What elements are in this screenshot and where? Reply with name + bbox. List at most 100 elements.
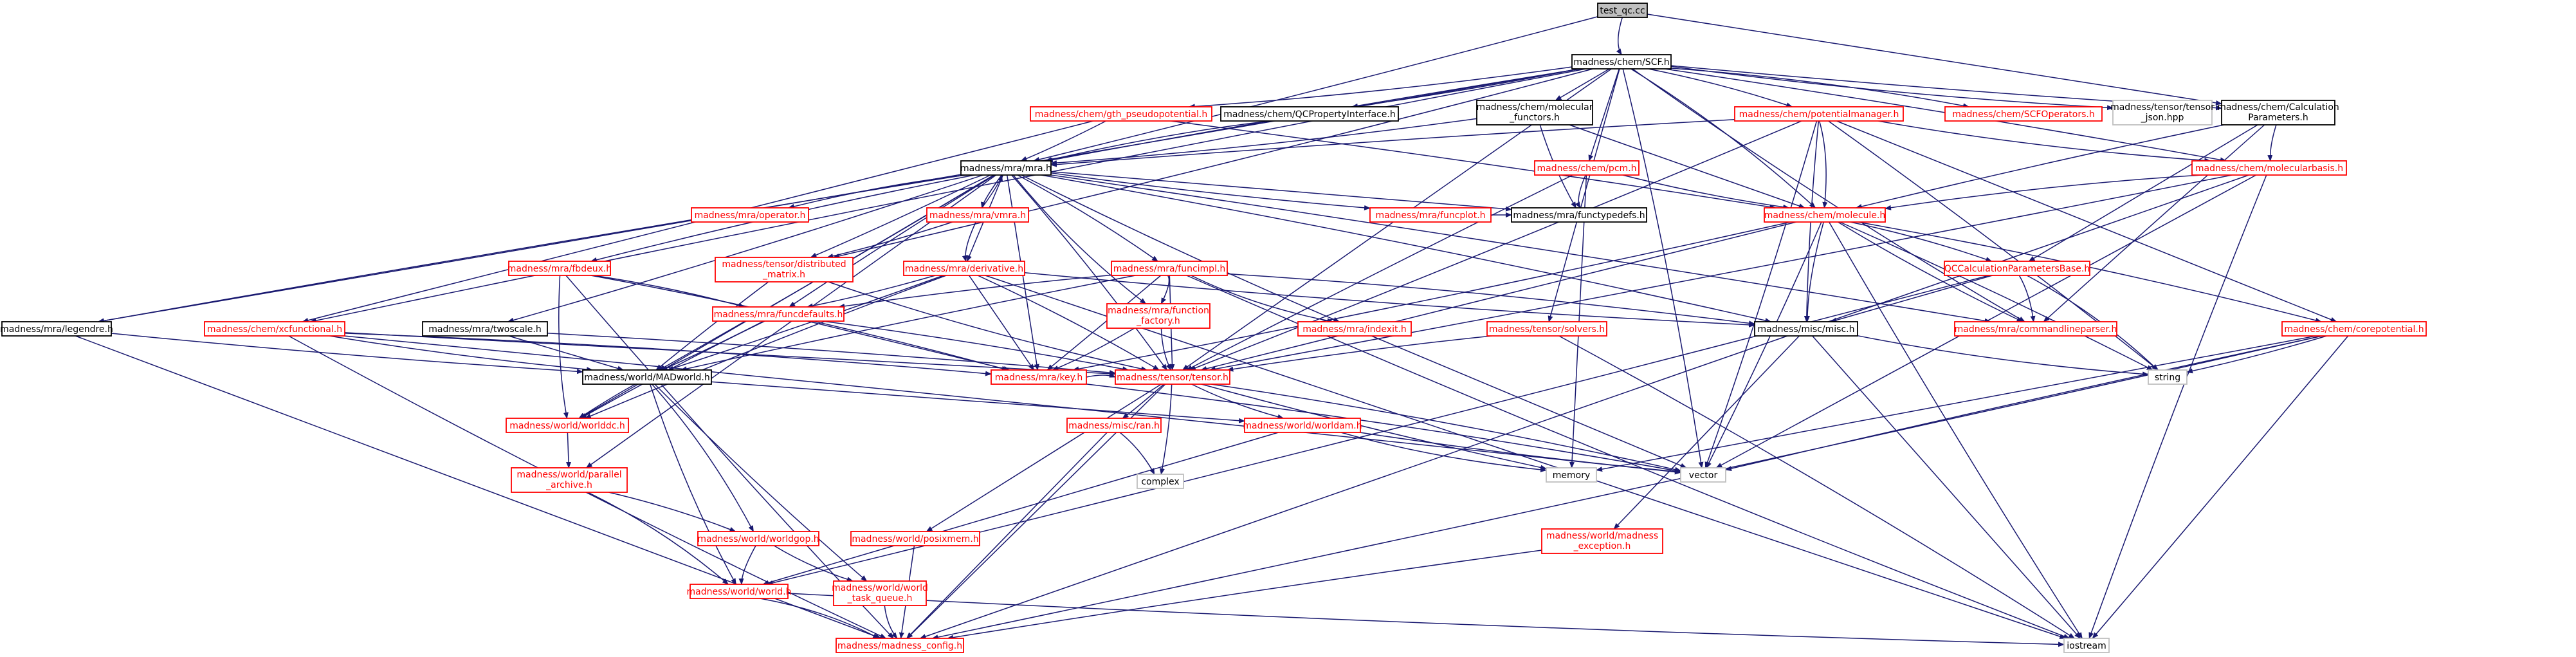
include-edge-taskqueue-to-config — [884, 605, 898, 639]
node-calcparams[interactable]: madness/chem/CalculationParameters.h — [2217, 100, 2339, 125]
include-edge-funcimpl-to-misc — [1227, 273, 1755, 326]
node-tensorjson: madness/tensor/tensor_json.hpp — [2110, 100, 2215, 125]
node-tensor[interactable]: madness/tensor/tensor.h — [1115, 369, 1230, 385]
include-edge-test_qc-to-calcparams — [1647, 14, 2222, 106]
node-vmra[interactable]: madness/mra/vmra.h — [926, 207, 1029, 223]
node-indexit[interactable]: madness/mra/indexit.h — [1297, 321, 1412, 337]
include-edge-mra-to-funcfactory — [1012, 174, 1147, 304]
node-solvers[interactable]: madness/tensor/solvers.h — [1486, 321, 1607, 337]
node-label: madness/world/posixmem.h — [852, 534, 978, 544]
include-edge-potman-to-misc — [1804, 120, 1820, 322]
node-box — [582, 369, 712, 385]
include-edge-corepot-to-config — [931, 335, 2322, 640]
include-edge-molbasis-to-config — [919, 174, 2249, 639]
node-label-line: _task_queue.h — [847, 593, 913, 604]
node-corepot[interactable]: madness/chem/corepotential.h — [2281, 321, 2427, 337]
node-label: madness/mra/mra.h — [960, 163, 1052, 174]
node-operator[interactable]: madness/mra/operator.h — [691, 207, 809, 223]
include-edge-gthpp-to-mra — [1020, 120, 1106, 162]
node-molfun[interactable]: madness/chem/molecular_functors.h — [1476, 100, 1593, 125]
node-box — [1115, 369, 1230, 385]
node-taskqueue[interactable]: madness/world/world_task_queue.h — [832, 580, 928, 606]
node-label: madness/mra/funcplot.h — [1375, 210, 1485, 221]
node-string: string — [2148, 369, 2188, 385]
include-edge-madworld-to-worlddc — [578, 384, 636, 419]
include-edge-funcfactory-to-key — [1052, 328, 1135, 371]
node-label: iostream — [2067, 641, 2106, 651]
node-distmatrix[interactable]: madness/tensor/distributed_matrix.h — [715, 257, 854, 282]
node-qccalc[interactable]: QCCalculationParametersBase.h — [1944, 261, 2090, 276]
node-label-line: madness/world/parallel — [516, 470, 621, 480]
include-edge-mra-to-cmdparser — [1050, 174, 1991, 324]
node-ran[interactable]: madness/misc/ran.h — [1066, 418, 1162, 433]
node-funcdefaults[interactable]: madness/mra/funcdefaults.h — [712, 306, 845, 322]
node-box — [1511, 207, 1647, 223]
node-box — [850, 531, 980, 546]
include-edge-potman-to-vector — [1704, 120, 1818, 468]
node-posixmem[interactable]: madness/world/posixmem.h — [850, 531, 980, 546]
include-edge-scf-to-pcm — [1588, 68, 1620, 162]
node-complex: complex — [1137, 474, 1184, 489]
node-xcf[interactable]: madness/chem/xcfunctional.h — [204, 321, 345, 337]
node-funcplot[interactable]: madness/mra/funcplot.h — [1369, 207, 1492, 223]
edges-layer — [75, 14, 2349, 647]
node-worldgop[interactable]: madness/world/worldgop.h — [697, 531, 819, 546]
node-funcfactory[interactable]: madness/mra/function_factory.h — [1106, 303, 1210, 329]
include-edge-molecule-to-corepot — [1858, 221, 2322, 323]
node-legendre[interactable]: madness/mra/legendre.h — [0, 321, 113, 337]
node-box — [1244, 418, 1361, 433]
include-edge-molecule-to-string — [1839, 221, 2153, 371]
node-worlddc[interactable]: madness/world/worlddc.h — [506, 418, 629, 433]
node-misc[interactable]: madness/misc/misc.h — [1754, 321, 1858, 337]
include-edge-corepot-to-memory — [1596, 335, 2317, 472]
node-test_qc[interactable]: test_qc.cc — [1597, 3, 1648, 18]
include-edge-potman-to-tensor — [1189, 120, 1802, 371]
include-edge-mra-to-functypedefs — [1050, 171, 1512, 212]
node-molbasis[interactable]: madness/chem/molecularbasis.h — [2191, 160, 2347, 176]
include-edge-world-to-config — [760, 598, 880, 639]
node-mra[interactable]: madness/mra/mra.h — [960, 160, 1052, 176]
node-box — [1546, 467, 1597, 483]
node-label-line: _factory.h — [1136, 316, 1180, 326]
node-qcprop[interactable]: madness/chem/QCPropertyInterface.h — [1220, 106, 1399, 122]
node-cmdparser[interactable]: madness/mra/commandlineparser.h — [1954, 321, 2117, 337]
node-box — [1944, 261, 2090, 276]
node-derivative[interactable]: madness/mra/derivative.h — [903, 261, 1025, 276]
include-edge-pcm-to-molecule — [1622, 174, 1790, 210]
include-edge-mra-to-indexit — [1021, 174, 1340, 322]
node-key[interactable]: madness/mra/key.h — [991, 369, 1087, 385]
include-edge-mra-to-funcimpl — [1017, 174, 1158, 262]
node-funcimpl[interactable]: madness/mra/funcimpl.h — [1111, 261, 1228, 276]
include-edge-molecule-to-tensor — [1200, 221, 1796, 371]
node-pcm[interactable]: madness/chem/pcm.h — [1534, 160, 1640, 176]
include-edge-scf-to-tensorjson — [1670, 66, 2114, 111]
node-scfops[interactable]: madness/chem/SCFOperators.h — [1944, 106, 2103, 122]
node-madworld[interactable]: madness/world/MADworld.h — [582, 369, 712, 385]
node-label: madness/mra/functypedefs.h — [1513, 210, 1645, 221]
node-world[interactable]: madness/world/world.h — [686, 584, 792, 599]
include-edge-misc-to-madexc — [1613, 335, 1800, 530]
include-edge-calcparams-to-qccalc — [2028, 124, 2258, 262]
node-box — [1534, 160, 1640, 176]
include-edge-pcm-to-tensor — [1185, 174, 1573, 371]
node-label: madness/mra/key.h — [995, 373, 1082, 383]
include-edge-potman-to-mra — [1050, 118, 1735, 167]
node-molecule[interactable]: madness/chem/molecule.h — [1764, 207, 1886, 223]
node-box — [1066, 418, 1162, 433]
include-edge-distmatrix-to-tensor — [828, 281, 1148, 371]
node-label: madness/mra/vmra.h — [929, 210, 1026, 221]
node-pararchive[interactable]: madness/world/parallel_archive.h — [511, 467, 628, 493]
node-config[interactable]: madness/madness_config.h — [836, 638, 964, 653]
node-scf[interactable]: madness/chem/SCF.h — [1571, 54, 1672, 69]
node-worldam[interactable]: madness/world/worldam.h — [1243, 418, 1362, 433]
node-functypedefs[interactable]: madness/mra/functypedefs.h — [1511, 207, 1647, 223]
node-twoscale[interactable]: madness/mra/twoscale.h — [422, 321, 548, 337]
node-label: madness/chem/SCF.h — [1573, 57, 1669, 68]
node-box — [1597, 3, 1648, 18]
node-potman[interactable]: madness/chem/potentialmanager.h — [1734, 106, 1904, 122]
node-label: madness/mra/twoscale.h — [428, 324, 542, 335]
node-gthpp[interactable]: madness/chem/gth_pseudopotential.h — [1030, 106, 1212, 122]
include-edge-funcimpl-to-funcdefaults — [838, 274, 1112, 309]
node-madexc[interactable]: madness/world/madness_exception.h — [1541, 528, 1663, 554]
node-fbdeux[interactable]: madness/mra/fbdeux.h — [507, 261, 612, 276]
